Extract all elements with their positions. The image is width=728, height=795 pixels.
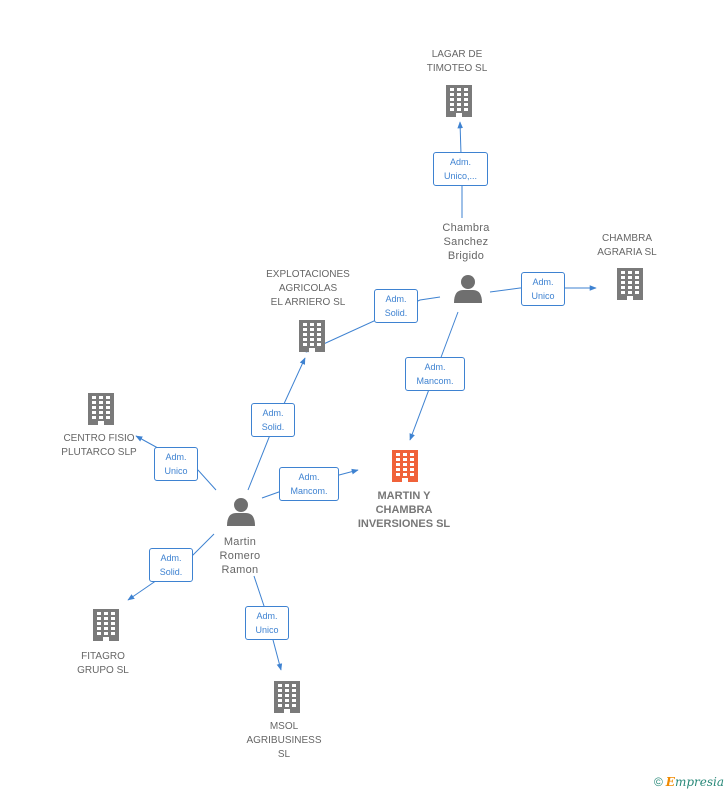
copyright-icon: © xyxy=(653,775,663,789)
label-line: FITAGRO xyxy=(81,651,125,662)
label-line: AGRARIA SL xyxy=(597,247,657,258)
edge-label-fitagro[interactable]: Adm. Solid. xyxy=(149,548,193,582)
edge-chambra-to-lagar xyxy=(457,121,463,218)
label-line: Ramon xyxy=(221,564,259,576)
label-line: MARTIN Y xyxy=(377,490,431,502)
edge-label-line: Adm. xyxy=(160,553,182,563)
edge-label-line: Solid. xyxy=(159,567,183,577)
label-line: Martin xyxy=(223,536,257,548)
edge-label-msol[interactable]: Adm. Unico xyxy=(245,606,289,640)
label-line: LAGAR DE xyxy=(431,49,483,60)
edge-label-line: Adm. xyxy=(262,408,284,418)
node-label-martin-y-chambra[interactable]: MARTIN Y CHAMBRA INVERSIONES SL xyxy=(344,489,464,531)
label-line: CHAMBRA xyxy=(375,504,433,516)
edge-label-explotaciones-martin[interactable]: Adm. Solid. xyxy=(251,403,295,437)
edge-label-line: Adm. xyxy=(298,472,320,482)
node-label-fitagro[interactable]: FITAGRO GRUPO SL xyxy=(48,650,158,678)
label-line: CHAMBRA xyxy=(601,233,652,244)
node-label-martin-person[interactable]: Martin Romero Ramon xyxy=(200,535,280,577)
edge-label-line: Mancom. xyxy=(416,376,454,386)
label-line: EL ARRIERO SL xyxy=(270,297,346,308)
label-line: EXPLOTACIONES xyxy=(266,269,350,280)
edge-label-line: Mancom. xyxy=(290,486,328,496)
label-line: MSOL xyxy=(269,721,299,732)
node-label-centro-fisio[interactable]: CENTRO FISIO PLUTARCO SLP xyxy=(44,432,154,460)
edge-label-explotaciones-chambra[interactable]: Adm. Solid. xyxy=(374,289,418,323)
msol-building-icon[interactable] xyxy=(274,681,300,713)
node-label-chambra-agraria[interactable]: CHAMBRA AGRARIA SL xyxy=(572,232,682,260)
edge-label-line: Unico,... xyxy=(443,171,477,181)
edge-label-line: Adm. xyxy=(424,362,446,372)
martin-person-icon[interactable] xyxy=(227,498,255,526)
edges-layer xyxy=(127,121,597,671)
empresia-logo-e: E xyxy=(665,775,675,789)
martin-y-chambra-building-icon[interactable] xyxy=(392,450,418,482)
edge-label-line: Solid. xyxy=(261,422,285,432)
label-line: CENTRO FISIO xyxy=(63,433,135,444)
label-line: Chambra xyxy=(442,222,490,234)
centro-fisio-building-icon[interactable] xyxy=(88,393,114,425)
chambra-agraria-building-icon[interactable] xyxy=(617,268,643,300)
label-line: PLUTARCO SLP xyxy=(61,447,137,458)
edge-label-line: Unico xyxy=(255,625,279,635)
edge-label-mci-chambra[interactable]: Adm. Mancom. xyxy=(405,357,465,391)
label-line: GRUPO SL xyxy=(77,665,129,676)
node-label-explotaciones[interactable]: EXPLOTACIONES AGRICOLAS EL ARRIERO SL xyxy=(253,268,363,310)
empresia-watermark: ©Empresia xyxy=(654,775,724,789)
node-label-msol[interactable]: MSOL AGRIBUSINESS SL xyxy=(229,720,339,762)
label-line: Sanchez xyxy=(443,236,489,248)
label-line: AGRIBUSINESS xyxy=(246,735,322,746)
edge-label-line: Adm. xyxy=(449,157,471,167)
edge-label-line: Solid. xyxy=(384,308,408,318)
node-label-chambra-person[interactable]: Chambra Sanchez Brigido xyxy=(426,221,506,263)
label-line: SL xyxy=(277,749,291,760)
fitagro-building-icon[interactable] xyxy=(93,609,119,641)
label-line: Romero xyxy=(219,550,261,562)
edge-chambra-to-agraria xyxy=(489,285,597,293)
edge-label-mci-martin[interactable]: Adm. Mancom. xyxy=(279,467,339,501)
edge-label-lagar[interactable]: Adm. Unico,... xyxy=(433,152,488,186)
edge-label-line: Adm. xyxy=(165,452,187,462)
empresia-logo-text: mpresia xyxy=(674,775,724,789)
edge-label-line: Adm. xyxy=(385,294,407,304)
edge-label-line: Adm. xyxy=(256,611,278,621)
edge-chambra-to-explotaciones xyxy=(305,296,441,353)
edge-label-centro-fisio[interactable]: Adm. Unico xyxy=(154,447,198,481)
label-line: TIMOTEO SL xyxy=(426,63,488,74)
edge-label-line: Adm. xyxy=(532,277,554,287)
label-line: AGRICOLAS xyxy=(278,283,338,294)
icons-layer xyxy=(88,85,643,713)
edge-label-line: Unico xyxy=(164,466,188,476)
edge-label-line: Unico xyxy=(531,291,555,301)
label-line: INVERSIONES SL xyxy=(357,518,451,530)
lagar-building-icon[interactable] xyxy=(446,85,472,117)
explotaciones-building-icon[interactable] xyxy=(299,320,325,352)
node-label-lagar[interactable]: LAGAR DE TIMOTEO SL xyxy=(402,48,512,76)
edge-label-chambra-agraria[interactable]: Adm. Unico xyxy=(521,272,565,306)
chambra-person-icon[interactable] xyxy=(454,275,482,303)
label-line: Brigido xyxy=(447,250,485,262)
